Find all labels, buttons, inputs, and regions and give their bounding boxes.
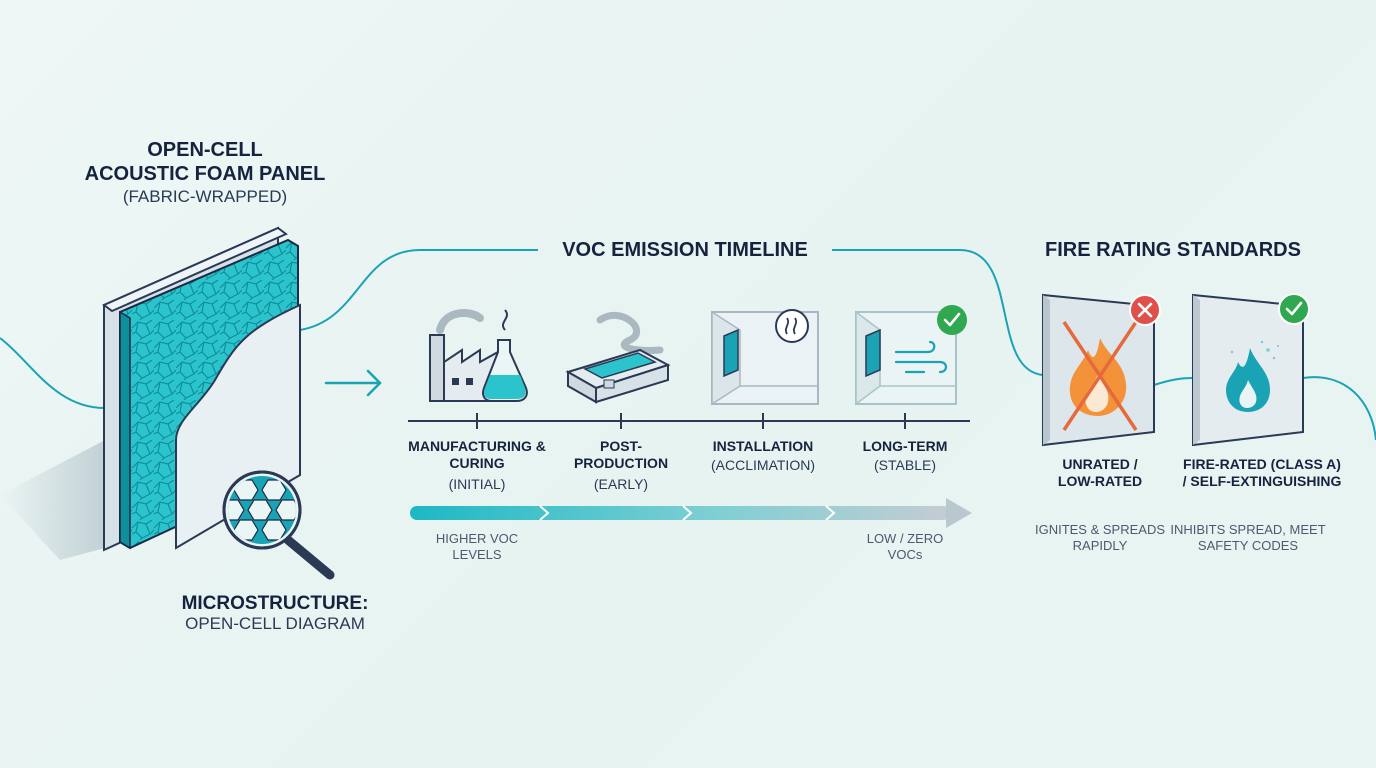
timeline-right-curve: [832, 249, 1044, 376]
stage-1-sub: (INITIAL): [448, 476, 506, 492]
voc-gradient-bar: [410, 498, 972, 528]
magnifier-icon: [222, 470, 335, 580]
stage-4-title: LONG-TERM: [862, 438, 948, 454]
stage-4-sub: (STABLE): [874, 457, 936, 473]
right-edge-curve: [1302, 376, 1376, 441]
fire-card-rated: [1192, 293, 1310, 447]
stage-2-title: POST-PRODUCTION: [573, 438, 669, 471]
voc-high-label: HIGHER VOC LEVELS: [435, 531, 519, 562]
left-curve: [0, 337, 109, 410]
factory-flask-icon: [429, 309, 528, 402]
connector-curves: [0, 249, 1376, 441]
flame-crossed-icon: [1062, 321, 1138, 431]
timeline-title: VOC EMISSION TIMELINE: [562, 239, 808, 261]
packaged-panel-icon: [565, 311, 671, 404]
fire-item-1-desc: IGNITES & SPREADS RAPIDLY: [1034, 522, 1166, 553]
room-vapor-icon: [711, 309, 819, 406]
stage-1-title: MANUFACTURING & CURING: [408, 438, 546, 471]
panel-title-line1: OPEN-CELL: [147, 139, 263, 161]
voc-low-label: LOW / ZERO VOCs: [866, 531, 944, 562]
panel-to-timeline-curve: [299, 249, 538, 331]
room-airflow-icon: [855, 305, 967, 406]
x-badge-icon: [1129, 294, 1161, 326]
panel-subtitle: (FABRIC-WRAPPED): [122, 187, 288, 206]
fire-middle-curve: [1153, 377, 1194, 386]
fire-title: FIRE RATING STANDARDS: [1045, 239, 1301, 261]
micro-subtitle: OPEN-CELL DIAGRAM: [185, 614, 365, 633]
micro-title: MICROSTRUCTURE:: [181, 593, 369, 614]
stage-2-sub: (EARLY): [593, 476, 649, 492]
fire-item-2-desc: INHIBITS SPREAD, MEET SAFETY CODES: [1170, 522, 1326, 553]
fire-card-unrated: [1042, 293, 1161, 447]
check-badge-icon: [1278, 293, 1310, 325]
stage-3-sub: (ACCLIMATION): [711, 457, 815, 473]
foam-panel-icon: [0, 226, 301, 560]
flame-blue-icon: [1226, 340, 1280, 412]
timeline-axis: [408, 413, 970, 429]
fire-item-2-title: FIRE-RATED (CLASS A) / SELF-EXTINGUISHIN…: [1182, 456, 1342, 489]
check-badge-icon: [937, 305, 967, 335]
stage-3-title: INSTALLATION: [712, 438, 814, 454]
fire-item-1-title: UNRATED / LOW-RATED: [1057, 456, 1143, 489]
arrow-right-icon: [324, 369, 382, 397]
panel-title-line2: ACOUSTIC FOAM PANEL: [84, 163, 326, 185]
